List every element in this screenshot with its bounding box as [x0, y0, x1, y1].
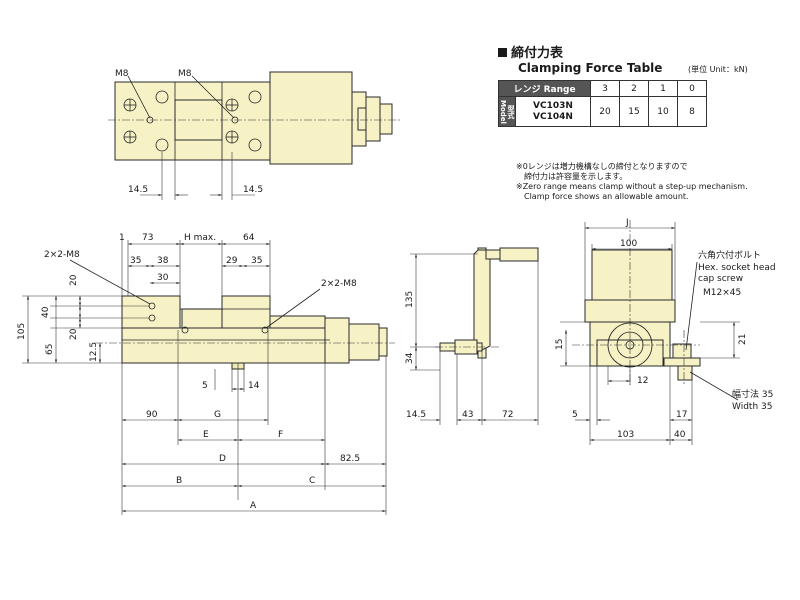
clamping-force-notes: ※0レンジは増力機構なしの締付となりますので 締付力は許容量を示します。 ※Ze…: [516, 162, 796, 202]
force-range-2: 15: [619, 96, 649, 127]
front-dim-5: 5: [202, 381, 208, 391]
end-view: J 100 六角穴付ボルト Hex. socket head cap screw…: [555, 218, 776, 445]
clamping-force-panel: 締付力表 Clamping Force Table (単位 Unit：kN) レ…: [498, 46, 788, 201]
force-range-0: 8: [677, 96, 707, 127]
bolt-label-jp: 六角穴付ボルト: [698, 249, 761, 261]
front-dim-B: B: [176, 476, 182, 486]
front-dim-30: 30: [157, 273, 169, 283]
end-dim-40: 40: [674, 430, 686, 440]
title-jp-text: 締付力表: [511, 46, 564, 61]
front-dim-1: 1: [119, 233, 125, 243]
front-dim-20b: 20: [69, 328, 79, 340]
front-dim-A: A: [250, 501, 257, 511]
front-dim-40: 40: [41, 306, 51, 318]
handle-dim-72: 72: [502, 410, 513, 420]
handle-view: 135 34 14.5 43 72: [405, 247, 539, 425]
top-dim-right: 14.5: [243, 185, 263, 195]
bolt-label-en-1: Hex. socket head: [698, 263, 776, 273]
end-dim-5: 5: [572, 410, 578, 420]
bolt-size: M12×45: [703, 288, 741, 298]
front-dim-38: 38: [157, 256, 169, 266]
clamping-force-title-jp: 締付力表: [498, 46, 788, 61]
front-dim-35b: 35: [251, 256, 262, 266]
end-dim-12: 12: [637, 376, 648, 386]
range-2: 2: [619, 80, 649, 97]
clamping-force-unit: (単位 Unit：kN): [688, 65, 748, 74]
handle-dim-34: 34: [405, 352, 415, 364]
front-dim-G: G: [214, 410, 221, 420]
top-dim-left: 14.5: [128, 185, 148, 195]
end-dim-17: 17: [676, 410, 687, 420]
front-dim-73: 73: [142, 233, 153, 243]
front-dim-29: 29: [226, 256, 238, 266]
front-dim-C: C: [309, 476, 315, 486]
table-row: レンジ Range 3 2 1 0: [498, 80, 707, 97]
front-dim-82-5: 82.5: [340, 454, 360, 464]
front-dim-E: E: [203, 430, 209, 440]
table-row: 型式 Model VC103N VC104N 20 15 10 8: [498, 96, 707, 127]
front-dim-65: 65: [45, 344, 55, 355]
force-range-3: 20: [590, 96, 620, 127]
bolt-label-en-2: cap screw: [698, 274, 743, 284]
front-dim-14: 14: [248, 381, 260, 391]
front-dim-20a: 20: [69, 274, 79, 286]
front-dim-35a: 35: [130, 256, 141, 266]
range-1: 1: [648, 80, 678, 97]
end-dim-J: J: [625, 218, 629, 228]
end-dim-103: 103: [617, 430, 634, 440]
clamping-force-title-en: Clamping Force Table: [518, 61, 663, 75]
model-vc104n: VC104N: [533, 111, 573, 122]
front-dim-D: D: [219, 454, 226, 464]
end-dim-15: 15: [555, 339, 565, 350]
front-tap-right: 2×2-M8: [321, 279, 357, 289]
force-range-1: 10: [648, 96, 678, 127]
clamping-force-table: レンジ Range 3 2 1 0 型式 Model VC103N VC104N…: [498, 80, 707, 127]
top-thread-right: M8: [178, 69, 192, 79]
front-tap-left: 2×2-M8: [44, 250, 80, 260]
model-names: VC103N VC104N: [515, 96, 591, 127]
front-dim-hmax: H max.: [184, 233, 216, 243]
model-header: 型式 Model: [498, 96, 516, 127]
end-dim-21: 21: [738, 334, 748, 345]
handle-dim-14-5: 14.5: [406, 410, 426, 420]
front-view: 1 73 H max. 64 2×2-M8 35 38 30 29 35 2×2…: [17, 233, 395, 515]
front-dim-64: 64: [243, 233, 255, 243]
range-header: レンジ Range: [498, 80, 591, 97]
front-dim-90: 90: [146, 410, 158, 420]
handle-dim-43: 43: [462, 410, 473, 420]
front-dim-12-5: 12.5: [89, 342, 99, 362]
width-label-jp: 幅寸法 35: [732, 388, 773, 400]
model-vc103n: VC103N: [533, 100, 573, 111]
range-0: 0: [677, 80, 707, 97]
note-jp-2: 締付力は許容量を示します。: [524, 172, 628, 181]
end-dim-100: 100: [620, 239, 637, 249]
top-view: M8 M8 14.5 14.5: [108, 69, 400, 200]
note-en-1: ※Zero range means clamp without a step-u…: [516, 182, 748, 191]
handle-dim-135: 135: [405, 291, 415, 308]
top-thread-left: M8: [115, 69, 129, 79]
note-en-2: Clamp force shows an allowable amount.: [524, 192, 689, 201]
square-bullet-icon: [498, 48, 507, 57]
front-dim-F: F: [278, 430, 283, 440]
note-jp-1: ※0レンジは増力機構なしの締付となりますので: [516, 162, 688, 171]
front-dim-105: 105: [17, 323, 27, 340]
range-3: 3: [590, 80, 620, 97]
width-label-en: Width 35: [732, 402, 772, 412]
